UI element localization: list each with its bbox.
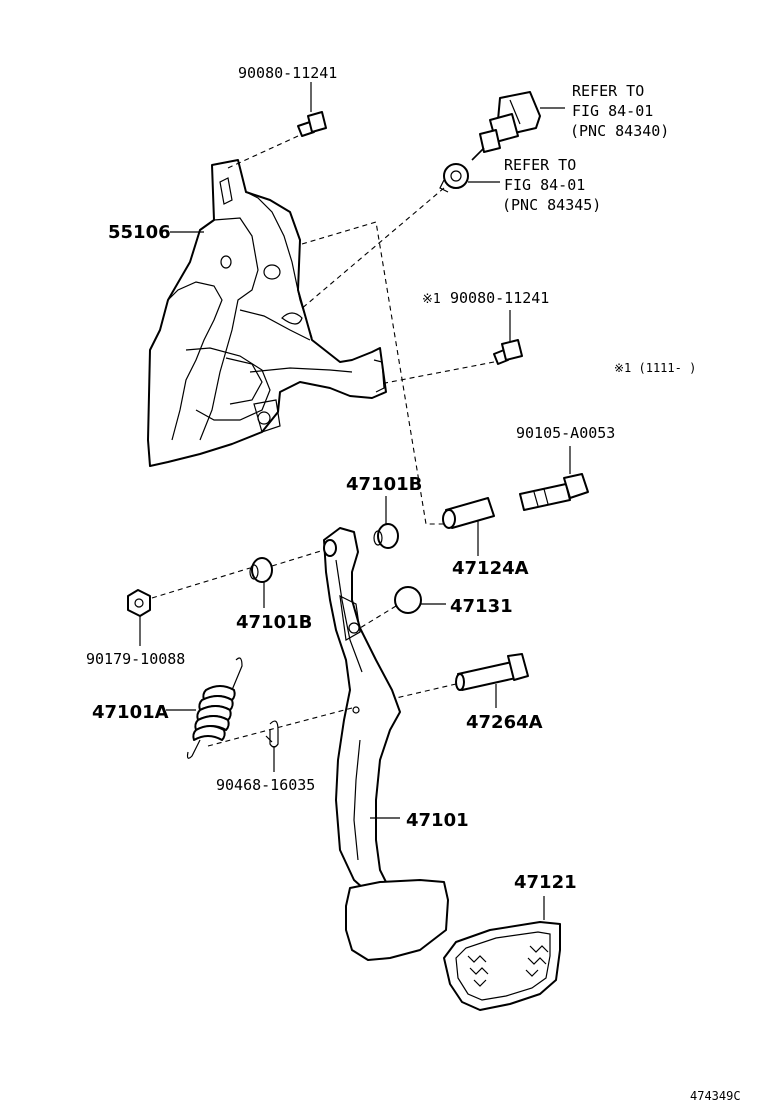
collar[interactable] (442, 497, 495, 529)
label-shaft-bolt: 47264A (466, 712, 543, 733)
dash-cushion (299, 187, 445, 311)
label-pin-bolt: 90105-A0053 (516, 424, 615, 442)
label-refer2-3: (PNC 84345) (502, 196, 601, 214)
dash-stopper (359, 605, 397, 629)
label-refer1-3: (PNC 84340) (570, 122, 669, 140)
dash-collar-alignment (301, 221, 444, 525)
label-stopper: 47131 (450, 596, 513, 617)
shaft-bolt[interactable] (455, 653, 529, 691)
bushing-left[interactable] (249, 557, 273, 583)
return-spring[interactable] (186, 657, 243, 759)
label-note-text: ※1 (1111- ) (614, 361, 696, 375)
label-collar: 47124A (452, 558, 529, 579)
label-note-mark: ※1 (422, 292, 441, 307)
label-refer2-2: FIG 84-01 (504, 176, 585, 194)
clip[interactable] (265, 720, 279, 748)
label-nut: 90179-10088 (86, 650, 185, 668)
label-spring: 47101A (92, 702, 169, 723)
pedal-pad[interactable] (443, 921, 561, 1011)
label-top-bolt: 90080-11241 (238, 64, 337, 82)
label-clip: 90468-16035 (216, 776, 315, 794)
label-bushing-left: 47101B (236, 612, 312, 633)
label-refer1-2: FIG 84-01 (572, 102, 653, 120)
label-bushing-top: 47101B (346, 474, 422, 495)
dash-mid-bolt (379, 361, 495, 385)
figure-id: 474349C (690, 1089, 741, 1103)
stop-lamp-switch[interactable] (471, 91, 541, 161)
top-bolt[interactable] (297, 111, 327, 137)
pedal-arm[interactable] (323, 527, 401, 897)
dash-nut (151, 567, 251, 599)
pin-bolt[interactable] (519, 473, 589, 511)
stopper[interactable] (394, 586, 422, 614)
nut[interactable] (127, 589, 151, 617)
pedal-foot-plate[interactable] (345, 879, 449, 961)
label-refer1-1: REFER TO (572, 82, 644, 100)
label-pad: 47121 (514, 872, 577, 893)
bushing-top[interactable] (373, 523, 399, 549)
label-pedal-arm: 47101 (406, 810, 469, 831)
mid-bolt[interactable] (493, 339, 523, 365)
dash-bushing-left (271, 549, 325, 567)
dash-shaft-bolt (395, 683, 457, 699)
label-refer2-1: REFER TO (504, 156, 576, 174)
dash-top-bolt (227, 135, 299, 169)
switch-cushion[interactable] (439, 163, 469, 193)
pedal-bracket[interactable] (147, 159, 387, 467)
dash-spring (207, 707, 353, 747)
label-mid-bolt: 90080-11241 (450, 289, 549, 307)
label-bracket: 55106 (108, 222, 171, 243)
